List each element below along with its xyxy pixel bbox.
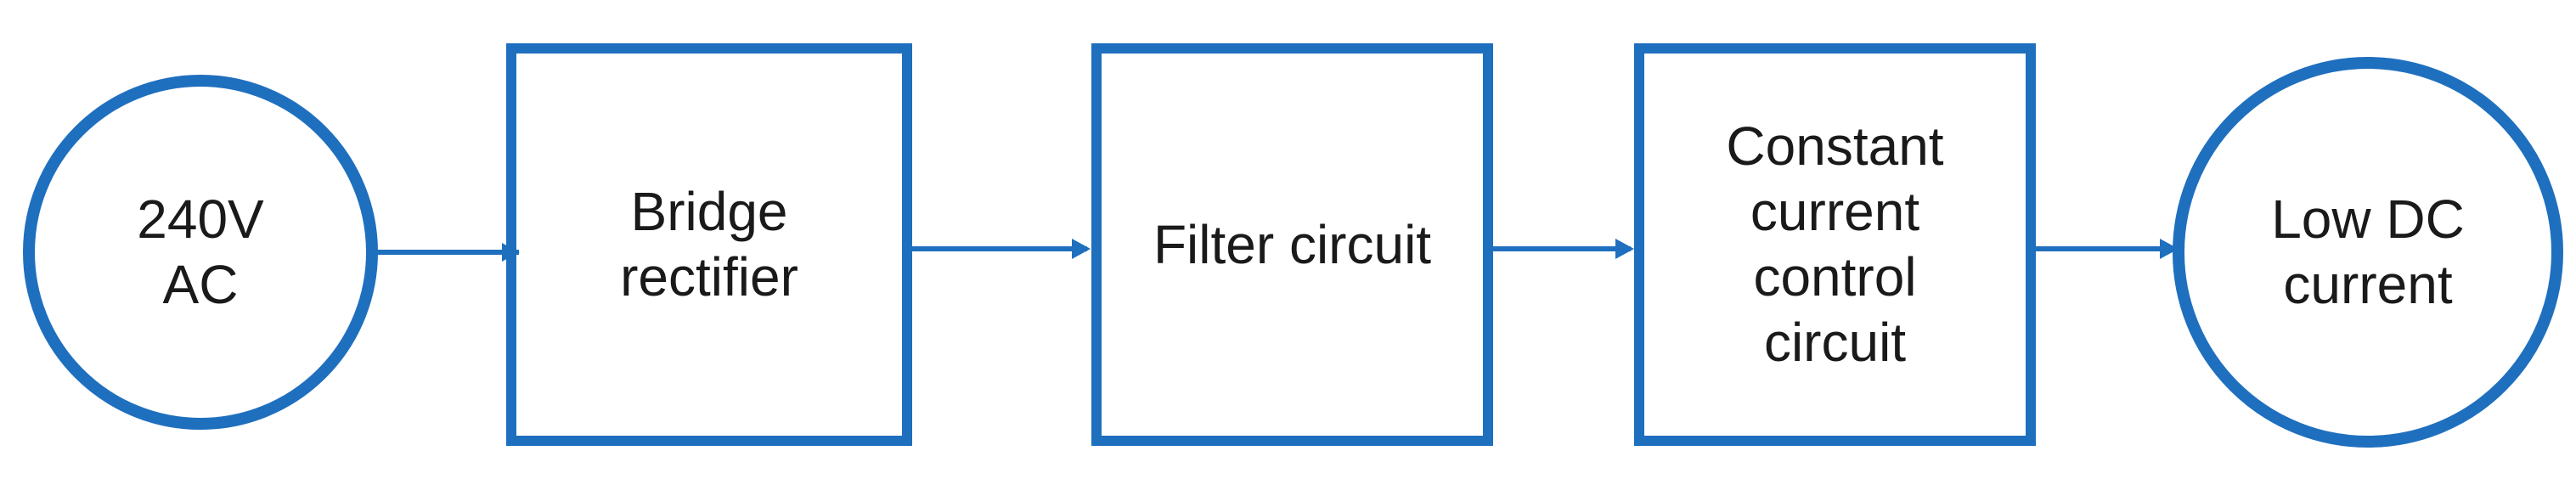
output-label-line-1: Low DC [2271, 189, 2465, 251]
connector-arrows [372, 239, 2179, 262]
output-node-circle [2173, 57, 2563, 448]
controller-label-line-2: current [1750, 181, 1920, 243]
filter-node-label: Filter circuit [1102, 54, 1483, 436]
rectifier-node-label: Bridge rectifier [516, 54, 902, 436]
controller-node-label: Constant current control circuit [1644, 54, 2026, 436]
rectifier-node-box [506, 43, 912, 446]
output-node-label: Low DC current [2187, 71, 2549, 433]
filter-node-box [1091, 43, 1493, 446]
input-node-label: 240V AC [37, 85, 364, 420]
rectifier-label-line-2: rectifier [620, 246, 798, 307]
input-label-line-1: 240V [137, 189, 264, 251]
controller-node-box [1634, 43, 2036, 446]
controller-label-line-4: circuit [1763, 311, 1907, 373]
rectifier-label-line-1: Bridge [630, 181, 788, 243]
controller-label-line-3: control [1753, 246, 1917, 307]
arrowhead-input-to-rectifier [502, 243, 519, 262]
input-label-line-2: AC [162, 254, 239, 315]
controller-label-line-1: Constant [1726, 116, 1944, 178]
filter-label-line-1: Filter circuit [1153, 213, 1432, 275]
arrowhead-controller-to-output [2160, 239, 2179, 259]
arrowhead-rectifier-to-filter [1072, 239, 1091, 259]
output-label-line-2: current [2283, 254, 2453, 315]
arrowhead-filter-to-controller [1615, 239, 1634, 259]
